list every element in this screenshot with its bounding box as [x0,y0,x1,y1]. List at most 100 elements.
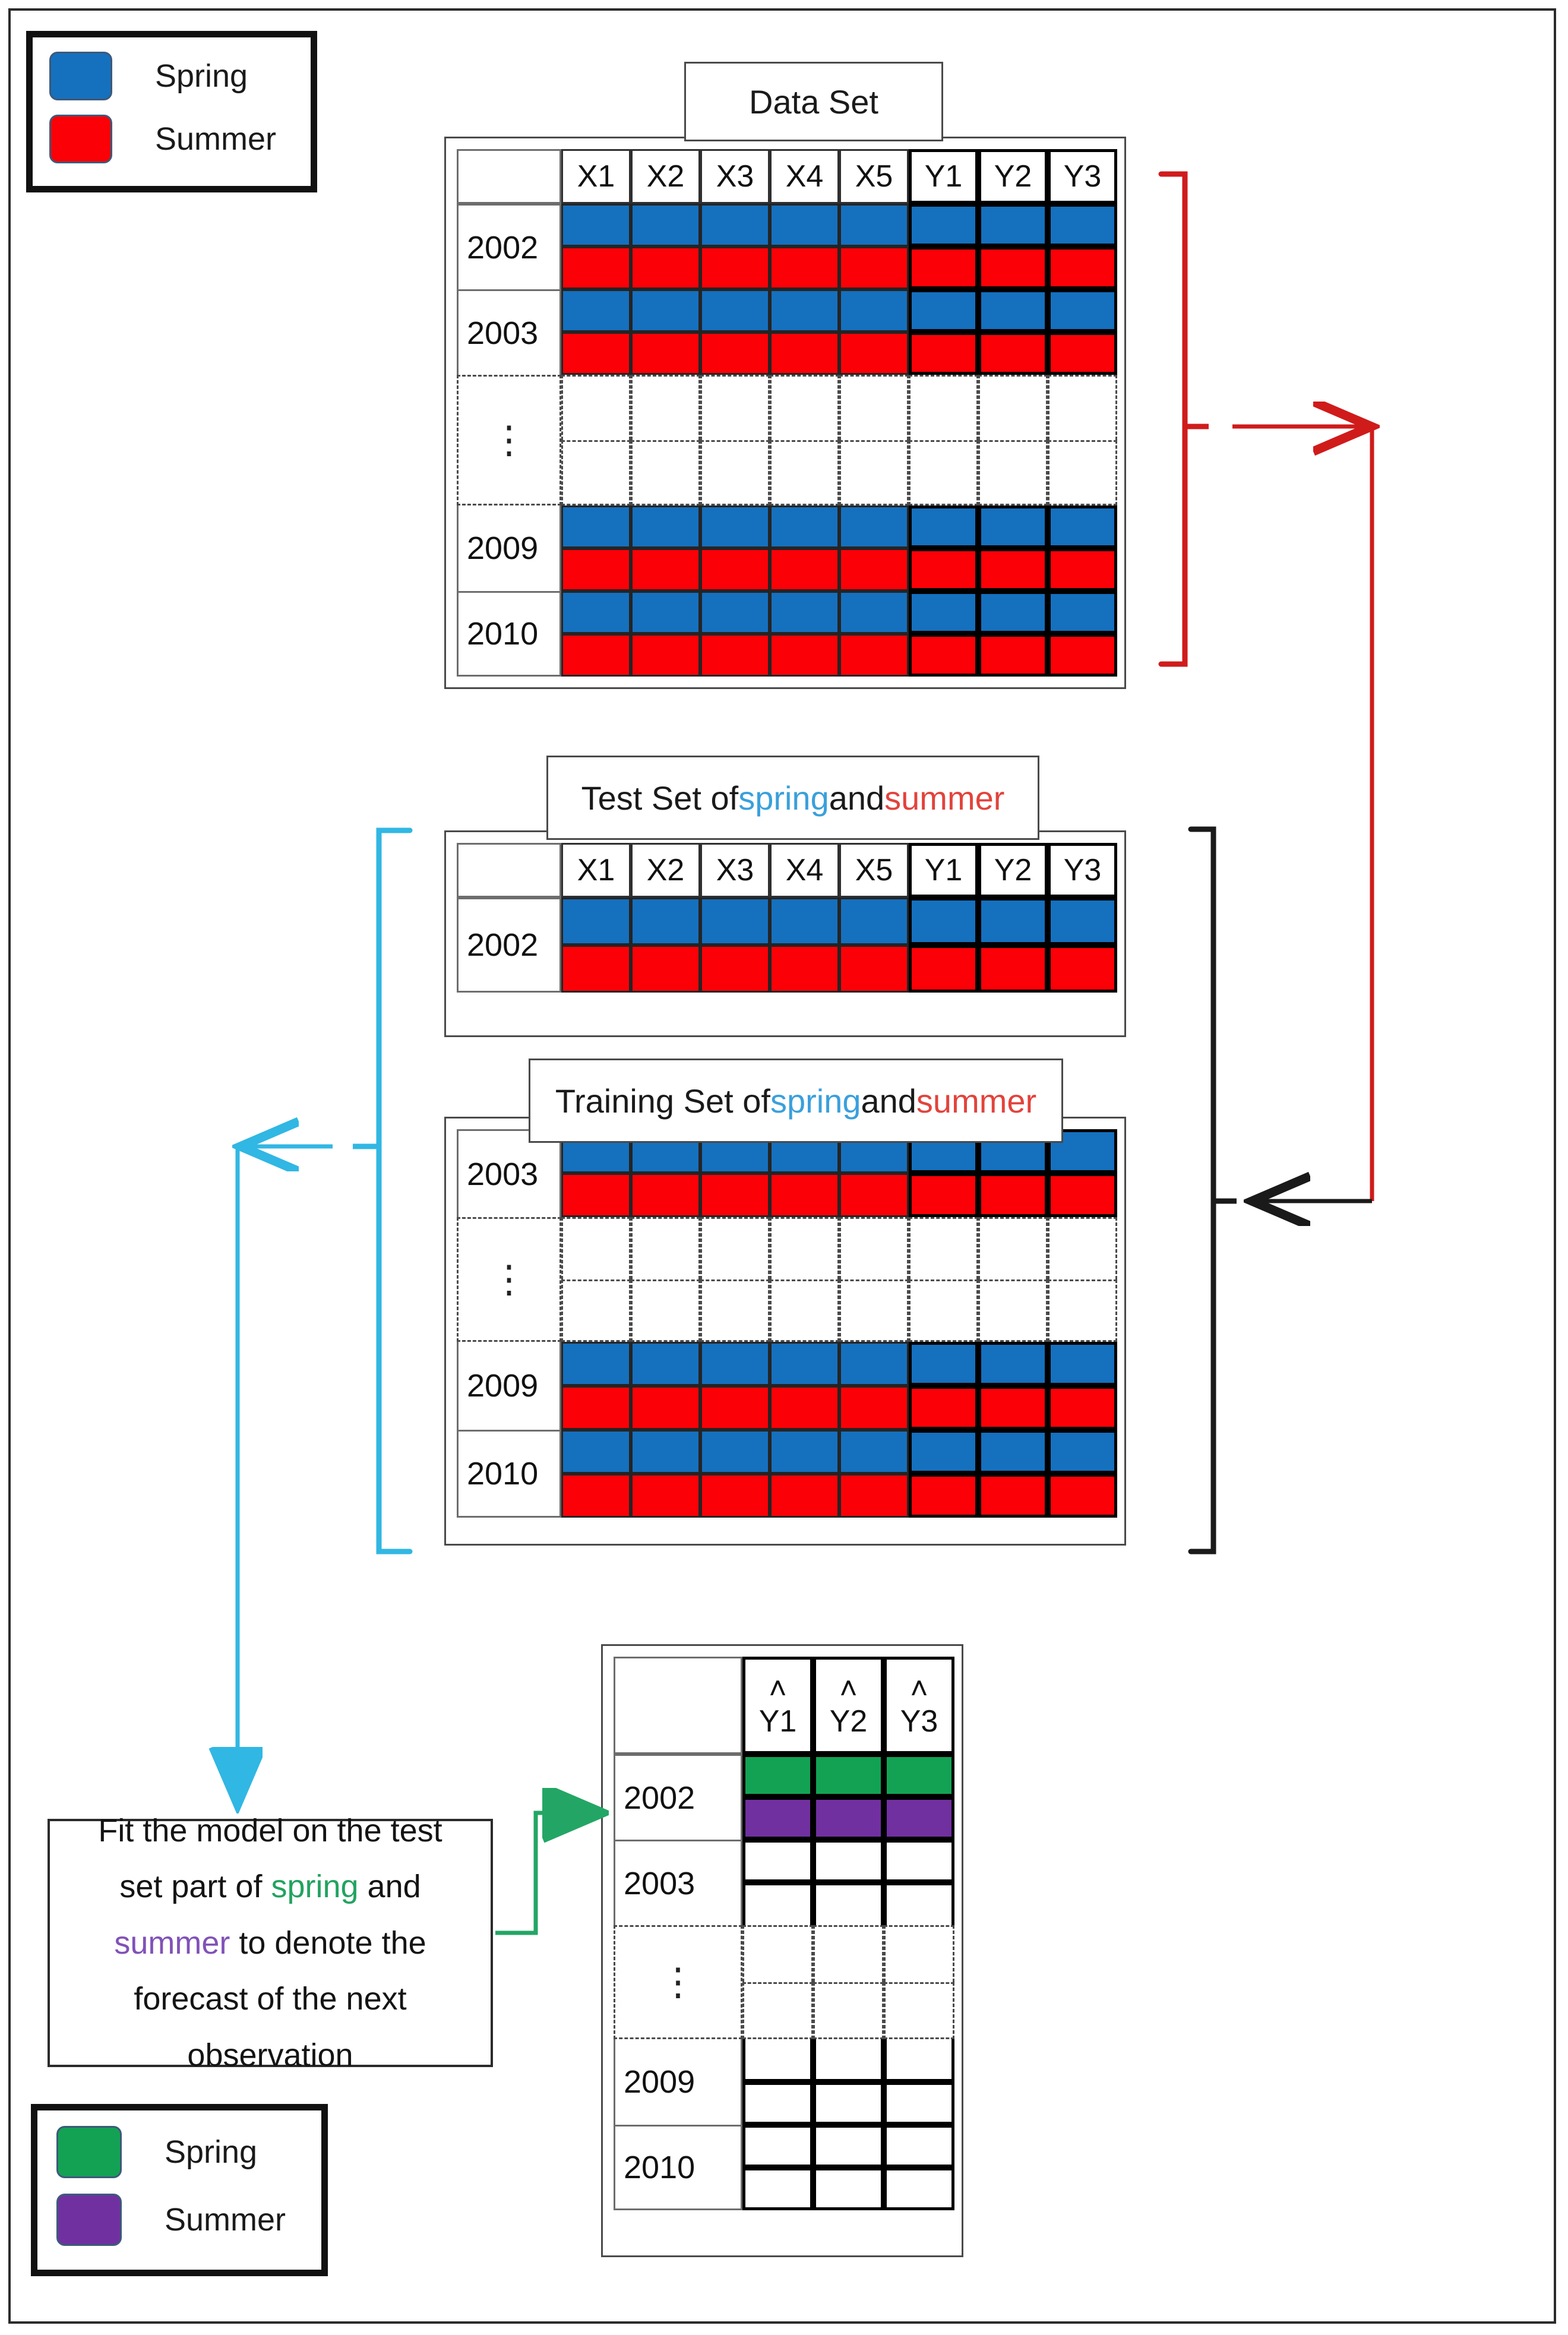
table-cell [700,634,770,677]
table-cell [561,440,631,505]
table-cell [813,2039,884,2082]
dataset-col-y3: Y3 [1048,149,1117,204]
dataset-body: 2002 2003 ⋮ 2009 2010 [457,204,1117,677]
test-set-header-row: X1 X2 X3 X4 X5 Y1 Y2 Y3 [457,843,1117,898]
table-cell [909,1279,978,1342]
table-cell [839,548,909,591]
table-cell [813,1754,884,1797]
model-note-line-4: forecast of the next [134,1981,407,2017]
table-cell [770,898,839,945]
table-cell [700,1386,770,1430]
legend-top-item-spring: Spring [33,37,311,100]
model-note-line-5: observation [187,2037,353,2073]
table-cell [1048,898,1117,945]
table-cell [978,1386,1048,1430]
forecast-col-y2hat: ˄ Y2 [813,1657,884,1754]
test-set-col-y1: Y1 [909,843,978,898]
table-cell [631,1342,700,1386]
dataset-col-y1: Y1 [909,149,978,204]
table-cell [631,289,700,332]
table-cell [700,1173,770,1217]
test-set-row-label-2002: 2002 [457,898,561,993]
table-cell [631,1279,700,1342]
table-cell [839,289,909,332]
table-cell [839,375,909,440]
table-cell [813,2082,884,2125]
table-cell [770,1430,839,1474]
dataset-row-label-2009: 2009 [457,505,561,591]
table-cell [1048,375,1117,440]
table-cell [700,1474,770,1518]
table-cell [884,2082,954,2125]
table-cell [561,1217,631,1279]
training-set-body: 2003 ⋮ 2009 2010 [457,1129,1117,1526]
table-cell [700,1342,770,1386]
test-set-corner-cell [457,843,561,898]
color-swatch-summer-red [49,115,112,163]
table-cell [631,898,700,945]
test-set-caption-spring: spring [738,779,829,817]
table-cell [884,1754,954,1797]
table-cell [1048,289,1117,332]
table-cell [978,440,1048,505]
table-cell [561,1474,631,1518]
legend-bottom-label-spring: Spring [165,2134,258,2170]
legend-top-item-summer: Summer [33,100,311,163]
table-cell [1048,591,1117,634]
table-cell [742,2167,813,2210]
table-cell [742,1754,813,1797]
table-cell [1048,1474,1117,1518]
training-set-row-label-2010: 2010 [457,1430,561,1518]
table-cell [813,2167,884,2210]
table-cell [839,591,909,634]
table-cell [909,548,978,591]
table-cell [742,2082,813,2125]
table-cell [884,1982,954,2039]
table-cell [839,1342,909,1386]
table-cell [561,505,631,548]
table-cell [813,1840,884,1882]
table-cell [561,945,631,993]
table-cell [1048,332,1117,375]
table-cell [770,440,839,505]
forecast-row-label-2003: 2003 [614,1840,742,1925]
table-cell [839,247,909,289]
table-cell [770,1386,839,1430]
table-cell [813,1797,884,1840]
test-set-caption-prefix: Test Set of [581,779,739,817]
table-cell [700,945,770,993]
table-cell [742,2039,813,2082]
table-cell [742,1982,813,2039]
table-cell [813,2125,884,2167]
table-cell [884,1925,954,1982]
training-set-row-label-2003: 2003 [457,1129,561,1217]
dataset-col-y2: Y2 [978,149,1048,204]
hat-symbol: ˄ [769,1672,787,1707]
model-note-line2-suffix: and [358,1869,421,1905]
table-cell [909,1342,978,1386]
table-cell [839,1173,909,1217]
table-cell [978,1279,1048,1342]
table-cell [1048,1342,1117,1386]
table-cell [742,2125,813,2167]
table-cell [561,204,631,247]
model-note-box: Fit the model on the test set part of sp… [48,1813,493,2073]
table-cell [909,945,978,993]
dataset-col-x1: X1 [561,149,631,204]
table-cell [700,440,770,505]
test-set-table: X1 X2 X3 X4 X5 Y1 Y2 Y3 2002 [444,830,1126,1037]
forecast-row-label-2002: 2002 [614,1754,742,1840]
table-cell [700,332,770,375]
forecast-row-label-2010: 2010 [614,2125,742,2210]
table-cell [978,289,1048,332]
table-cell [813,1925,884,1982]
training-set-caption-summer: summer [916,1082,1037,1120]
table-cell [839,440,909,505]
legend-top-label-spring: Spring [155,58,248,94]
table-cell [700,375,770,440]
table-cell [839,1430,909,1474]
test-set-caption-summer: summer [884,779,1005,817]
forecast-col-y1-label: Y1 [758,1704,797,1739]
table-cell [978,204,1048,247]
